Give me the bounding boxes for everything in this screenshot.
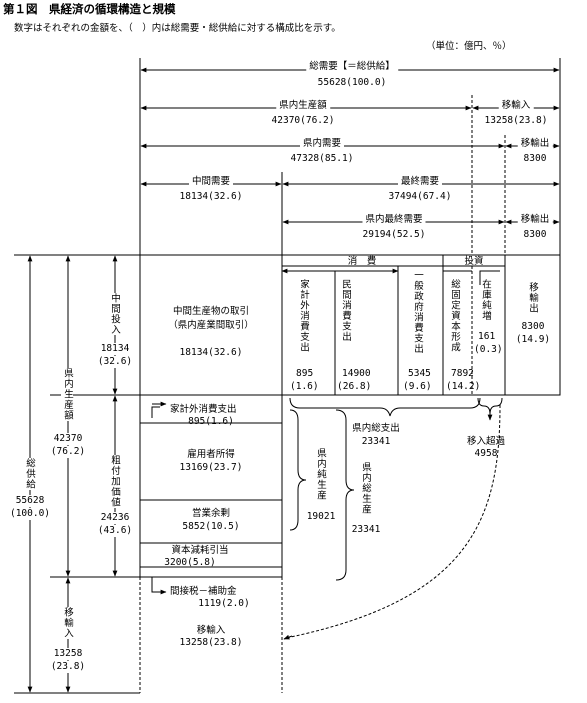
intermediate-input-label: 中間投入 bbox=[108, 293, 120, 335]
government-col-value: 5345 bbox=[408, 368, 431, 379]
domestic-final-demand-value: 29194(52.5) bbox=[362, 229, 426, 240]
imports-left-label: 移輸入 bbox=[61, 607, 73, 639]
consumption-header: 消 費 bbox=[347, 256, 377, 267]
value-added-value: 24236 bbox=[100, 512, 130, 524]
employee-income-label: 雇用者所得 bbox=[187, 449, 235, 460]
indirect-tax-value: 1119(2.0) bbox=[198, 598, 250, 609]
exports-top2-value: 8300 bbox=[523, 229, 547, 240]
depreciation-label: 資本減耗引当 bbox=[171, 545, 229, 556]
total-supply-value: 55628 bbox=[15, 495, 45, 507]
intermediate-input-value: 18134 bbox=[100, 343, 130, 355]
depreciation-value: 3200(5.8) bbox=[164, 557, 216, 568]
gross-expenditure-label: 県内総支出 bbox=[352, 423, 400, 434]
total-demand-value: 55628(100.0) bbox=[317, 77, 387, 88]
fixed-capital-col-value: 7892 bbox=[451, 368, 474, 379]
intermediate-trade-value: 18134(32.6) bbox=[179, 347, 243, 358]
domestic-demand-label: 県内需要 bbox=[299, 138, 345, 150]
gdp-left-pct: (76.2) bbox=[50, 446, 86, 458]
investment-header: 投資 bbox=[464, 256, 484, 267]
total-supply-pct: (100.0) bbox=[9, 508, 51, 520]
inventory-col-label: 在庫純増 bbox=[480, 279, 491, 321]
operating-surplus-label: 営業余剰 bbox=[191, 508, 231, 519]
intermediate-demand-label: 中間需要 bbox=[188, 176, 234, 188]
household-col-pct: (1.6) bbox=[290, 381, 319, 392]
imports-left-pct: (23.8) bbox=[50, 661, 86, 673]
private-col-value: 14900 bbox=[342, 368, 371, 379]
government-col-label: 一般政府消費支出 bbox=[412, 270, 423, 354]
household-row-label: 家計外消費支出 bbox=[170, 404, 237, 415]
intermediate-trade-sublabel: （県内産業間取引） bbox=[168, 320, 254, 331]
total-supply-label: 総供給 bbox=[23, 458, 35, 490]
exports-top-label: 移輸出 bbox=[517, 138, 553, 150]
import-surplus-value: 4958 bbox=[474, 448, 498, 459]
gdp-left-label: 県内生産額 bbox=[61, 368, 73, 421]
exports-top-value: 8300 bbox=[523, 153, 547, 164]
intermediate-input-pct: (32.6) bbox=[97, 356, 133, 368]
gross-product-value: 23341 bbox=[351, 524, 381, 535]
inventory-col-value: 161 bbox=[478, 331, 496, 342]
domestic-demand-value: 47328(85.1) bbox=[290, 153, 354, 164]
fixed-capital-col-pct: (14.2) bbox=[446, 381, 481, 392]
household-row-value: 895(1.6) bbox=[188, 416, 234, 427]
export-col-value: 8300 bbox=[521, 321, 545, 332]
net-product-label: 県内純生産 bbox=[315, 448, 326, 501]
total-demand-label: 総需要【＝総供給】 bbox=[306, 61, 398, 73]
exports-top2-label: 移輸出 bbox=[517, 214, 553, 226]
household-col-value: 895 bbox=[296, 368, 314, 379]
subtitle: 数字はそれぞれの金額を、（ ）内は総需要・総供給に対する構成比を示す。 bbox=[14, 23, 341, 34]
gdp-top-value: 42370(76.2) bbox=[271, 115, 335, 126]
private-col-label: 民間消費支出 bbox=[340, 279, 351, 342]
gdp-left-value: 42370 bbox=[53, 433, 83, 445]
imports-left-value: 13258 bbox=[53, 648, 83, 660]
indirect-tax-label: 間接税－補助金 bbox=[170, 586, 237, 597]
imports-lower-label: 移輸入 bbox=[196, 625, 226, 636]
export-col-label: 移輸出 bbox=[527, 282, 538, 314]
private-col-pct: (26.8) bbox=[337, 381, 372, 392]
domestic-final-demand-label: 県内最終需要 bbox=[362, 214, 426, 226]
net-product-value: 19021 bbox=[306, 511, 336, 522]
final-demand-value: 37494(67.4) bbox=[388, 191, 452, 202]
value-added-label: 粗付加価値 bbox=[108, 455, 120, 508]
export-col-pct: (14.9) bbox=[515, 334, 551, 345]
gross-expenditure-value: 23341 bbox=[361, 436, 391, 447]
intermediate-trade-label: 中間生産物の取引 bbox=[172, 306, 250, 317]
import-surplus-label: 移入超過 bbox=[466, 436, 506, 447]
household-col-label: 家計外消費支出 bbox=[298, 279, 309, 353]
fixed-capital-col-label: 総固定資本形成 bbox=[449, 279, 460, 353]
imports-top-label: 移輸入 bbox=[498, 100, 534, 112]
imports-lower-value: 13258(23.8) bbox=[179, 637, 243, 648]
operating-surplus-value: 5852(10.5) bbox=[182, 521, 240, 532]
gross-product-label: 県内総生産 bbox=[360, 462, 371, 515]
value-added-pct: (43.6) bbox=[97, 525, 133, 537]
page-title: 第１図 県経済の循環構造と規模 bbox=[3, 2, 176, 16]
government-col-pct: (9.6) bbox=[403, 381, 432, 392]
intermediate-demand-value: 18134(32.6) bbox=[179, 191, 243, 202]
final-demand-label: 最終需要 bbox=[397, 176, 443, 188]
inventory-col-pct: (0.3) bbox=[474, 344, 503, 355]
unit-label: （単位：億円、％） bbox=[426, 41, 512, 52]
gdp-top-label: 県内生産額 bbox=[276, 100, 330, 112]
employee-income-value: 13169(23.7) bbox=[179, 462, 243, 473]
imports-top-value: 13258(23.8) bbox=[484, 115, 548, 126]
